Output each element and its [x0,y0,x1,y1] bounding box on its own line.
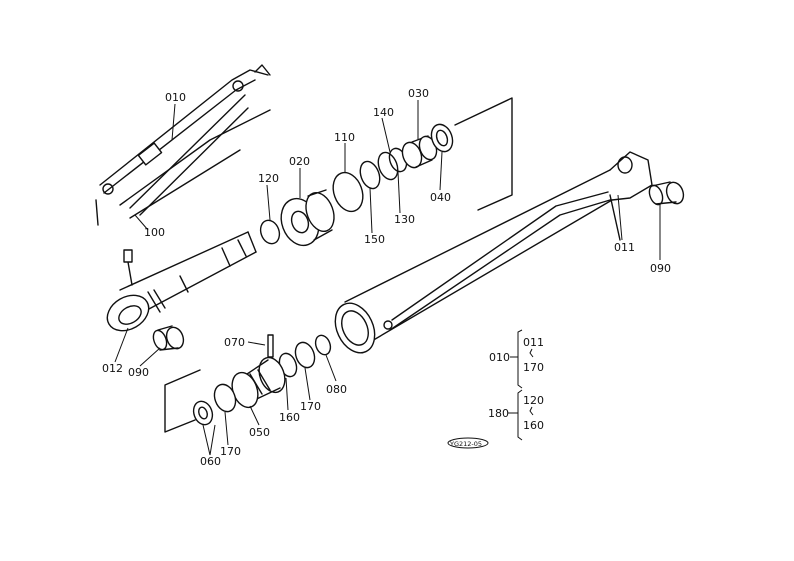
label-060: 060 [200,455,221,468]
label-130: 130 [394,213,415,226]
group-bracket-upper [454,97,513,211]
label-110: 110 [334,131,355,144]
seal-040 [430,123,454,153]
legend-120: 120 [523,394,544,407]
reference-code: YG212-05 [449,440,482,448]
pin-070 [267,334,274,358]
label-040: 040 [430,191,451,204]
assembly-legend: 010 011 170 180 120 160 [488,329,544,441]
bushing-090-right [648,181,685,206]
group-bracket-lower [164,369,201,433]
legend-170: 170 [523,361,544,374]
label-170-mid: 170 [300,400,321,413]
part-labels: 010 100 120 020 110 140 030 150 130 040 … [102,87,671,468]
legend-160: 160 [523,419,544,432]
piston-rod-assembly [106,231,257,332]
inset-machine-arm [95,64,271,226]
bushing-090-left [152,325,185,351]
reference-stamp: YG212-05 [447,437,489,449]
label-010: 010 [165,91,186,104]
cylinder-tube-011 [334,151,653,354]
label-100: 100 [144,226,165,239]
label-140: 140 [373,106,394,119]
label-011: 011 [614,241,635,254]
washer-120 [259,219,281,245]
legend-180: 180 [488,407,509,420]
label-012: 012 [102,362,123,375]
nut-060 [192,400,214,426]
label-030: 030 [408,87,429,100]
label-170-lower: 170 [220,445,241,458]
seal-170-mid [294,341,316,369]
label-150: 150 [364,233,385,246]
label-080: 080 [326,383,347,396]
legend-010: 010 [489,351,510,364]
seal-080 [314,334,332,356]
label-020: 020 [289,155,310,168]
leader-lines [114,100,661,456]
seal-170-lower [213,383,237,413]
snap-ring-110 [332,171,364,213]
label-120: 120 [258,172,279,185]
ring-140 [377,151,399,181]
label-050: 050 [249,426,270,439]
label-160: 160 [279,411,300,424]
piston-050 [231,356,286,409]
ring-150 [359,160,381,190]
label-070: 070 [224,336,245,349]
label-090-right: 090 [650,262,671,275]
legend-011: 011 [523,336,544,349]
label-090-left: 090 [128,366,149,379]
rod-guide-020 [280,189,335,247]
